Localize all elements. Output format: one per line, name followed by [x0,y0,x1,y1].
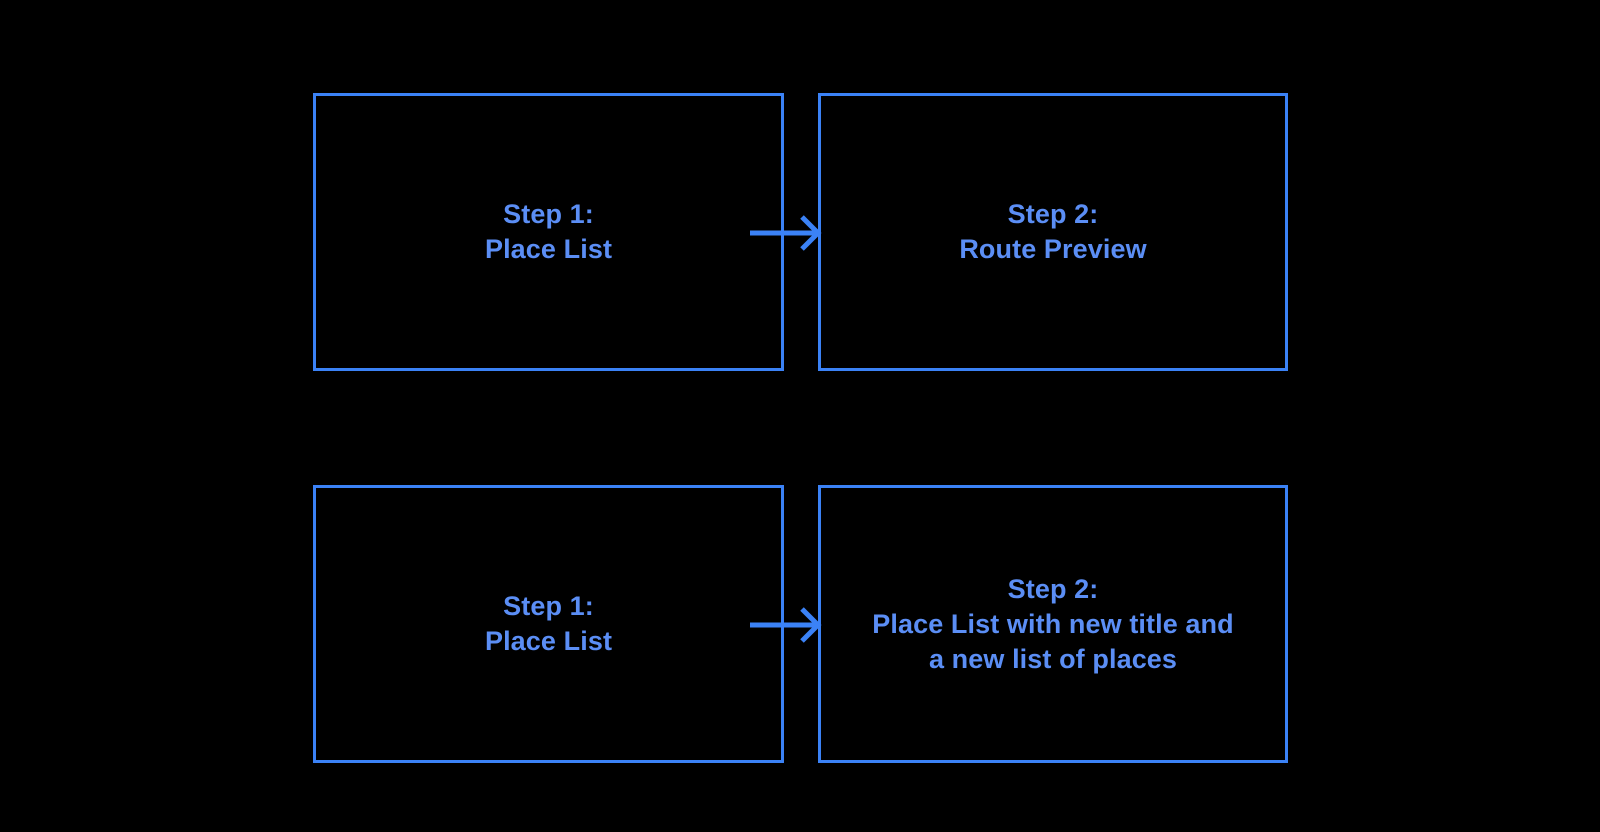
step-box-label: Step 1: Place List [484,591,613,656]
step-box-step-1-place-list[interactable]: Step 1: Place List [313,485,784,763]
step-box-step-2-route-preview[interactable]: Step 2: Route Preview [818,93,1288,371]
step-box-step-2-new-place-list[interactable]: Step 2: Place List with new title and a … [818,485,1288,763]
step-box-label: Step 1: Place List [484,199,613,264]
step-box-label: Step 2: Route Preview [959,199,1147,264]
flow-row-route-preview: Step 1: Place List Step 2: Route Preview [0,93,1600,373]
flow-row-new-place-list: Step 1: Place List Step 2: Place List wi… [0,485,1600,765]
step-box-label: Step 2: Place List with new title and a … [872,573,1234,674]
step-box-step-1-place-list[interactable]: Step 1: Place List [313,93,784,371]
